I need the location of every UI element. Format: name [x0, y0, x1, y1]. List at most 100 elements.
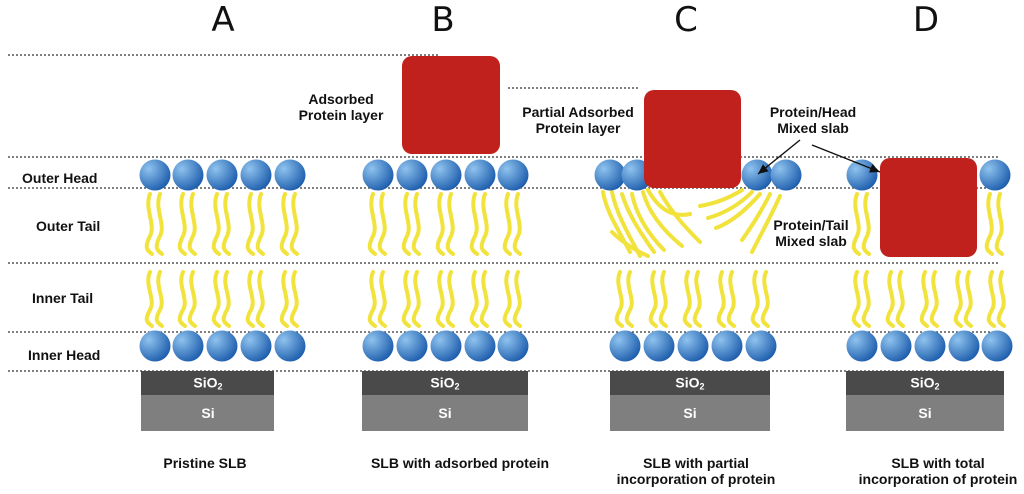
lipid-tails [144, 188, 1006, 328]
lipid-tail [648, 270, 658, 328]
substrate-si-label-b: Si [438, 405, 452, 421]
protein-block [402, 56, 500, 154]
lipid-tail [211, 270, 221, 328]
lipid-tail [177, 192, 187, 256]
lipid-tail [984, 192, 994, 256]
lipid-tail [512, 270, 522, 328]
lipid-head [430, 159, 462, 191]
panel-letter-b: B [431, 0, 455, 40]
lipid-tail [479, 270, 489, 328]
lipid-tail [435, 192, 445, 256]
lipid-tail [367, 192, 377, 256]
substrate-oxide-label-d: SiO2 [910, 374, 940, 392]
substrate-oxide-layer [141, 371, 274, 395]
lipid-tail [502, 270, 512, 328]
lipid-head [206, 159, 238, 191]
panel-letter-a: A [211, 0, 235, 40]
lipid-tail [714, 192, 762, 230]
lipid-tail [726, 270, 736, 328]
lipid-tail [646, 188, 692, 217]
annotation-adsorbed-layer: Adsorbed Protein layer [298, 91, 384, 124]
row-label-inner-tail: Inner Tail [32, 290, 94, 306]
lipid-head [362, 159, 394, 191]
lipid-tail [411, 270, 421, 328]
lipid-head [594, 159, 626, 191]
lipid-head [981, 330, 1013, 362]
lipid-tail [692, 270, 702, 328]
lipid-tail [620, 192, 656, 254]
lipid-head [948, 330, 980, 362]
lipid-tail [144, 192, 154, 256]
lipid-tail [610, 230, 650, 258]
lipid-tail [986, 270, 996, 328]
protein-block [880, 158, 977, 257]
lipid-tail [401, 270, 411, 328]
lipid-tail [255, 270, 265, 328]
substrate-si-label-d: Si [918, 405, 932, 421]
substrate-si-label-a: Si [201, 405, 215, 421]
lipid-head [745, 330, 777, 362]
lipid-head [979, 159, 1011, 191]
lipid-head [497, 159, 529, 191]
lipid-tail [750, 194, 782, 254]
lipid-tail [895, 270, 905, 328]
lipid-tail [716, 270, 726, 328]
lipid-head [139, 330, 171, 362]
annotation-arrow-line [811, 144, 881, 173]
lipid-tail [289, 270, 299, 328]
substrate-oxide-layer [362, 371, 528, 395]
lipid-head [430, 330, 462, 362]
lipid-tail [885, 270, 895, 328]
lipid-head [741, 159, 773, 191]
lipid-tail [851, 192, 861, 256]
protein-blocks [402, 56, 977, 257]
annotation-arrowhead [869, 164, 880, 173]
lipid-head [609, 330, 641, 362]
substrate-oxide-layer [610, 371, 770, 395]
substrate-silicon-layer [610, 395, 770, 431]
lipid-head [497, 330, 529, 362]
lipid-tail [245, 270, 255, 328]
lipid-head [206, 330, 238, 362]
lipid-tail [367, 270, 377, 328]
lipid-tail [750, 270, 760, 328]
lipid-tail [154, 192, 164, 256]
lipid-tail [279, 192, 289, 256]
caption-panel-a: Pristine SLB [163, 455, 247, 471]
lipid-tail [279, 270, 289, 328]
substrate-si-label-c: Si [683, 405, 697, 421]
annotation-partial-adsorbed-layer: Partial Adsorbed Protein layer [522, 104, 634, 137]
row-label-inner-head: Inner Head [28, 347, 101, 363]
substrate-oxide-layer [846, 371, 1004, 395]
lipid-tail [682, 270, 692, 328]
substrate-silicon-layer [141, 395, 274, 431]
lipid-tail [512, 192, 522, 256]
lipid-tail [658, 270, 668, 328]
lipid-tail [469, 270, 479, 328]
lipid-head [677, 330, 709, 362]
lipid-tail [641, 190, 684, 248]
annotation-protein-tail-slab: Protein/Tail Mixed slab [773, 217, 849, 250]
lipid-tail [624, 270, 634, 328]
lipid-head [770, 159, 802, 191]
substrate-oxide-label-c: SiO2 [675, 374, 705, 392]
lipid-head [914, 330, 946, 362]
substrate-silicon-layer [846, 395, 1004, 431]
lipid-tail [144, 270, 154, 328]
annotation-arrowhead [758, 164, 769, 174]
lipid-tail [706, 190, 754, 220]
lipid-head [396, 159, 428, 191]
lipid-head [464, 330, 496, 362]
protein-block [644, 90, 741, 188]
caption-panel-d: SLB with total incorporation of protein [858, 455, 1018, 488]
lipid-tail [255, 192, 265, 256]
lipid-tail [614, 270, 624, 328]
lipid-tail [435, 270, 445, 328]
substrate-silicon-layer [362, 395, 528, 431]
lipid-tail [211, 192, 221, 256]
lipid-tail [377, 270, 387, 328]
substrate-oxide-label-b: SiO2 [430, 374, 460, 392]
lipid-tail [445, 192, 455, 256]
lipid-tail [740, 192, 772, 242]
